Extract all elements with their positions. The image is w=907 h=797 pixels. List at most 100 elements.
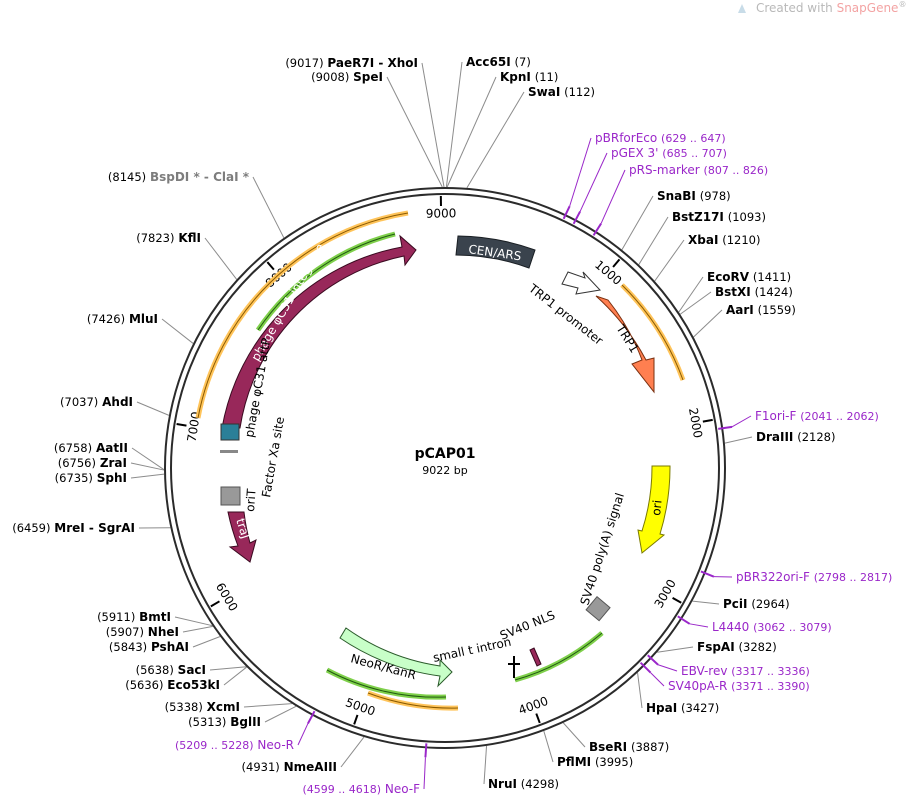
site-label[interactable]: (5313) BglII [188,715,261,729]
site-snabi[interactable]: SnaBI (978) [657,189,731,203]
leader-line [136,401,170,416]
site-label[interactable]: DraIII (2128) [756,430,835,444]
site-mlui[interactable]: (7426) MluI [87,312,158,326]
site-aari[interactable]: AarI (1559) [726,303,796,317]
primer-label[interactable]: (5209 .. 5228) Neo-R [175,738,294,752]
site-label[interactable]: SwaI (112) [528,85,595,99]
primer-neo-f[interactable]: (4599 .. 4618) Neo-F [302,743,428,796]
site-bmti[interactable]: (5911) BmtI [97,610,171,624]
site-pcii[interactable]: PciI (2964) [723,597,790,611]
site-label[interactable]: PflMI (3995) [557,755,633,769]
site-label[interactable]: (5911) BmtI [97,610,171,624]
site-bstz17i[interactable]: BstZ17I (1093) [672,210,766,224]
site-label[interactable]: (6459) MreI - SgrAI [12,521,135,535]
tick-mark [702,418,713,423]
site-bspdi-clai-[interactable]: (8145) BspDI * - ClaI * [108,170,250,184]
site-mrei[interactable]: (6459) MreI - SgrAI [12,521,135,535]
site-label[interactable]: SnaBI (978) [657,189,731,203]
site-nhei[interactable]: (5907) NheI [106,625,179,639]
site-bseri[interactable]: BseRI (3887) [589,740,669,754]
leader-line [445,61,463,188]
primer-label[interactable]: pBRforEco (629 .. 647) [595,131,726,145]
primer-f1ori-f[interactable]: F1ori-F (2041 .. 2062) [718,409,879,430]
site-label[interactable]: (7037) AhdI [60,395,133,409]
site-label[interactable]: FspAI (3282) [697,640,777,654]
site-xbai[interactable]: XbaI (1210) [688,233,760,247]
site-kpni[interactable]: KpnI (11) [500,70,558,84]
site-nmeaiii[interactable]: (4931) NmeAIII [242,760,337,774]
site-label[interactable]: BstXI (1424) [715,285,793,299]
site-ecorv[interactable]: EcoRV (1411) [707,270,791,284]
orf-arc-4-line [257,233,396,331]
site-hpai[interactable]: HpaI (3427) [646,701,719,715]
site-label[interactable]: (7823) KflI [136,231,201,245]
site-label[interactable]: (8145) BspDI * - ClaI * [108,170,250,184]
primer-prs-marker[interactable]: pRS-marker (807 .. 826) [592,163,769,236]
primer-label[interactable]: L4440 (3062 .. 3079) [712,620,832,634]
site-ahdi[interactable]: (7037) AhdI [60,395,133,409]
site-paer7i[interactable]: (9017) PaeR7I - XhoI [285,56,418,70]
site-label[interactable]: BstZ17I (1093) [672,210,766,224]
site-eco53ki[interactable]: (5636) Eco53kI [125,678,220,692]
site-label[interactable]: NruI (4298) [488,777,559,791]
site-aatii[interactable]: (6758) AatII [54,441,128,455]
site-label[interactable]: (5907) NheI [106,625,179,639]
site-label[interactable]: (5638) SacI [136,663,206,677]
site-spei[interactable]: (9008) SpeI [311,70,383,84]
primer-leader [600,169,626,224]
site-label[interactable]: (6756) ZraI [58,456,127,470]
site-saci[interactable]: (5638) SacI [136,663,206,677]
primer-neo-r[interactable]: (5209 .. 5228) Neo-R [175,710,316,752]
site-acc65i[interactable]: Acc65I (7) [466,55,531,69]
site-fspai[interactable]: FspAI (3282) [697,640,777,654]
site-label[interactable]: Acc65I (7) [466,55,531,69]
primer-ebv-rev[interactable]: EBV-rev (3317 .. 3336) [647,654,810,678]
primer-label[interactable]: EBV-rev (3317 .. 3336) [681,664,810,678]
site-swai[interactable]: SwaI (112) [528,85,595,99]
site-label[interactable]: KpnI (11) [500,70,558,84]
primer-label[interactable]: pGEX 3' (685 .. 707) [611,146,727,160]
site-zrai[interactable]: (6756) ZraI [58,456,127,470]
site-label[interactable]: BseRI (3887) [589,740,669,754]
site-label[interactable]: (5636) Eco53kI [125,678,220,692]
site-label[interactable]: (5843) PshAI [109,640,189,654]
site-kfli[interactable]: (7823) KflI [136,231,201,245]
primer-l4440[interactable]: L4440 (3062 .. 3079) [677,615,832,634]
site-pshai[interactable]: (5843) PshAI [109,640,189,654]
site-nrui[interactable]: NruI (4298) [488,777,559,791]
site-label[interactable]: AarI (1559) [726,303,796,317]
site-label[interactable]: (5338) XcmI [165,700,240,714]
site-label[interactable]: PciI (2964) [723,597,790,611]
site-label[interactable]: (7426) MluI [87,312,158,326]
trp1-arrow [595,295,655,394]
leader-line [386,76,443,188]
primer-sv40pa-r[interactable]: SV40pA-R (3371 .. 3390) [639,662,810,693]
phage-integrase-arrow [221,234,417,429]
site-bstxi[interactable]: BstXI (1424) [715,285,793,299]
primer-pbr322ori-f[interactable]: pBR322ori-F (2798 .. 2817) [700,570,892,584]
primer-label[interactable]: (4599 .. 4618) Neo-F [302,782,420,796]
site-label[interactable]: (9008) SpeI [311,70,383,84]
site-label[interactable]: XbaI (1210) [688,233,760,247]
site-label[interactable]: (6735) SphI [55,471,127,485]
primer-label[interactable]: F1ori-F (2041 .. 2062) [755,409,879,423]
primer-label[interactable]: SV40pA-R (3371 .. 3390) [668,679,810,693]
primer-pbrforeco[interactable]: pBRforEco (629 .. 647) [562,131,726,220]
site-draiii[interactable]: DraIII (2128) [756,430,835,444]
site-label[interactable]: (4931) NmeAIII [242,760,337,774]
site-label[interactable]: EcoRV (1411) [707,270,791,284]
site-xcmi[interactable]: (5338) XcmI [165,700,240,714]
primer-pgex-3-[interactable]: pGEX 3' (685 .. 707) [572,146,727,225]
site-label[interactable]: HpaI (3427) [646,701,719,715]
site-label[interactable]: (6758) AatII [54,441,128,455]
leader-line [204,237,238,280]
site-bglii[interactable]: (5313) BglII [188,715,261,729]
site-label[interactable]: (9017) PaeR7I - XhoI [285,56,418,70]
site-sphi[interactable]: (6735) SphI [55,471,127,485]
site-pflmi[interactable]: PflMI (3995) [557,755,633,769]
feature-label-orit: oriT [243,488,259,513]
leader-line [638,216,669,265]
primer-label[interactable]: pRS-marker (807 .. 826) [629,163,768,177]
primer-label[interactable]: pBR322ori-F (2798 .. 2817) [736,570,892,584]
